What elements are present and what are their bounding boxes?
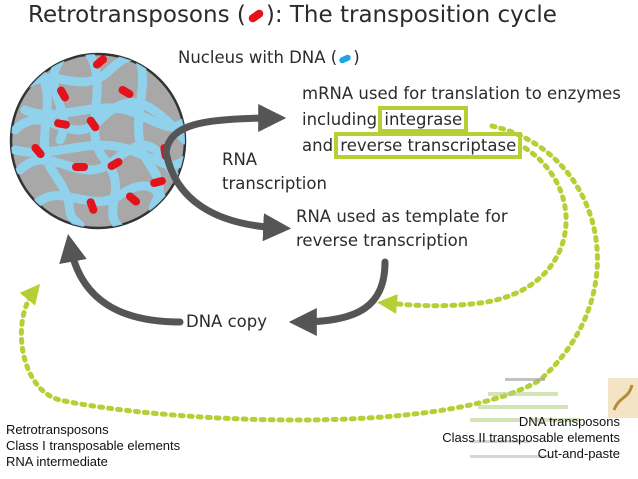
nucleus-label: Nucleus with DNA () (178, 46, 360, 70)
nucleus-label-close: ) (353, 48, 360, 67)
mrna-including-text: including (302, 110, 383, 129)
arrow-back-to-nucleus (59, 233, 184, 326)
reverse-transcriptase-highlight: reverse transcriptase (334, 132, 523, 159)
reverse-transcriptase-dotted-arrow (377, 145, 569, 314)
mrna-label-line1: mRNA used for translation to enzymes (302, 84, 621, 103)
dna-copy-label: DNA copy (186, 312, 267, 331)
right-caption: DNA transposons Class II transposable el… (442, 414, 620, 462)
right-caption-line3: Cut-and-paste (537, 446, 620, 461)
nucleus (9, 52, 187, 230)
mrna-label-line3: and reverse transcriptase (302, 132, 523, 159)
left-caption-line3: RNA intermediate (6, 454, 108, 469)
arrow-to-dna-copy (288, 258, 389, 336)
right-caption-line1: DNA transposons (518, 414, 620, 429)
mrna-label-line2: including integrase (302, 106, 469, 133)
rna-template-line2: reverse transcription (296, 231, 469, 250)
process-arrows (59, 104, 389, 336)
left-caption-line2: Class I transposable elements (6, 438, 181, 453)
integrase-highlight: integrase (378, 106, 469, 133)
arrow-to-mrna (162, 104, 287, 156)
integrase-dotted-arrow (18, 123, 600, 423)
thumbnail-figure (470, 378, 580, 458)
retrotransposon-elements (31, 55, 170, 214)
right-caption-line2: Class II transposable elements (442, 430, 620, 445)
rna-transcription-line2: transcription (222, 174, 327, 193)
dna-legend-icon (338, 53, 352, 64)
enzyme-dotted-arrows (18, 123, 600, 423)
page-title: Retrotransposons ( ): The transposition c… (28, 2, 557, 28)
rna-transcription-line1: RNA (222, 150, 258, 169)
rna-template-line1: RNA used as template for (296, 207, 508, 226)
mrna-and-text: and (302, 136, 339, 155)
title-suffix: ): The transposition cycle (265, 2, 557, 28)
title-prefix: Retrotransposons ( (28, 2, 246, 28)
left-caption: Retrotransposons Class I transposable el… (6, 422, 180, 470)
nucleus-label-text: Nucleus with DNA ( (178, 48, 338, 67)
thumbnail-illustration (608, 378, 638, 418)
arrow-to-rna-template (162, 148, 292, 242)
retrotransposon-legend-icon (246, 7, 265, 24)
left-caption-line1: Retrotransposons (6, 422, 109, 437)
